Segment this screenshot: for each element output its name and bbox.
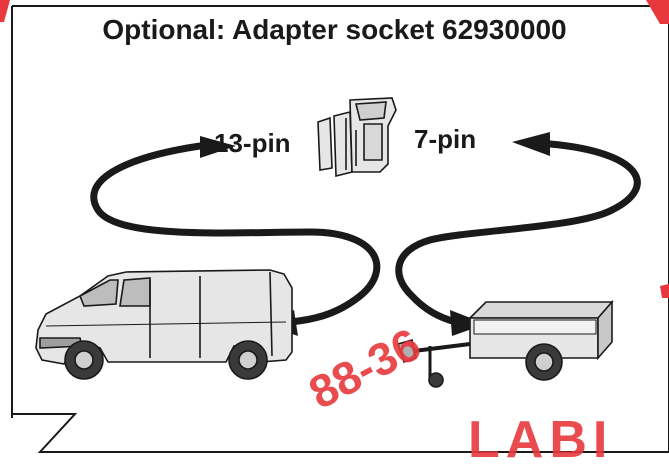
label-7-pin: 7-pin <box>414 124 477 154</box>
van-illustration <box>35 269 293 380</box>
arrowhead-7pin <box>512 132 550 156</box>
frame <box>11 5 669 453</box>
arrow-13pin-curve <box>90 142 381 326</box>
diagram-canvas <box>0 0 669 453</box>
arrowhead-trailer <box>450 310 486 336</box>
watermark-corner: LABI <box>468 411 614 469</box>
arrow-7pin-curve <box>395 140 641 326</box>
label-13-pin: 13-pin <box>214 128 291 158</box>
adapter-socket-illustration <box>317 97 397 178</box>
arrowhead-13pin <box>200 136 236 158</box>
trailer-illustration <box>396 299 614 388</box>
diagram-title: Optional: Adapter socket 62930000 <box>102 14 567 45</box>
watermark-marks <box>0 0 669 298</box>
